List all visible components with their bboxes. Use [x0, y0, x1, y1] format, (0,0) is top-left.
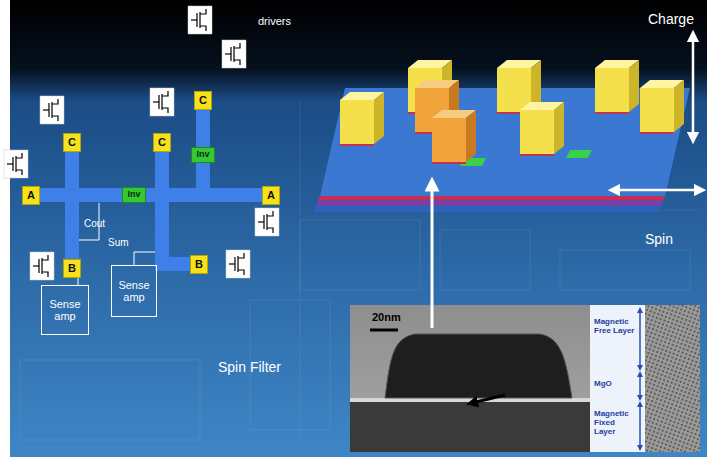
inverter-box: Inv: [122, 187, 146, 203]
spin-channel: [162, 152, 190, 265]
spin-channel: [40, 188, 122, 202]
margin: [0, 0, 10, 457]
label-text: Spin: [645, 232, 673, 247]
magnet-cube: [520, 102, 564, 156]
sense-wire: [78, 203, 99, 285]
label-text: drivers: [258, 15, 291, 27]
transistor-symbol: [150, 88, 174, 116]
label-text: Charge: [648, 12, 694, 27]
transistor-symbol: [4, 150, 28, 178]
transistor-symbol: [226, 250, 250, 278]
tem-image: [350, 305, 590, 452]
label-text: Spin Filter: [218, 360, 281, 375]
spin-channel: [196, 110, 210, 148]
label-text: Magnetic Fixed Layer: [594, 410, 638, 436]
terminal-box: C: [153, 133, 171, 152]
label-text: Sum: [108, 237, 129, 248]
pillar-image: [385, 334, 572, 398]
terminal-box: A: [262, 186, 280, 205]
inverter-box: Inv: [191, 147, 215, 163]
node-text: C: [158, 136, 166, 148]
node-text: B: [195, 258, 203, 270]
transistor-symbol: [188, 6, 212, 34]
magnet-cube: [432, 110, 476, 164]
spin-channel: [65, 152, 79, 259]
green-patch: [566, 150, 592, 158]
node-text: A: [267, 189, 275, 201]
transistor-symbol: [40, 96, 64, 124]
magnet-cube: [595, 60, 639, 114]
terminal-box: C: [63, 133, 81, 152]
scale-bar: [370, 329, 398, 332]
magnet-cube: [640, 80, 684, 134]
node-text: B: [68, 262, 76, 274]
pointer-arrow: [472, 395, 505, 403]
barrier-image: [350, 398, 590, 402]
layer-arrow: [639, 374, 641, 398]
node-text: Inv: [127, 190, 140, 200]
node-text: C: [199, 94, 207, 106]
label-text: Magnetic Free Layer: [594, 318, 638, 336]
node-text: Sense amp: [44, 298, 86, 322]
node-text: C: [68, 136, 76, 148]
transistor-symbol: [255, 208, 279, 236]
label-text: Cout: [84, 218, 105, 229]
sense-amp-box: Sense amp: [111, 265, 157, 317]
layer-arrow: [639, 404, 641, 448]
layer-legend-panel: [590, 305, 645, 452]
sense-wire: [134, 252, 155, 265]
substrate-layer: [316, 200, 663, 206]
fixed-layer-image: [350, 402, 590, 452]
substrate-layer: [314, 206, 661, 212]
terminal-box: B: [190, 255, 208, 274]
transistor-symbol: [30, 252, 54, 280]
layer-arrow: [639, 310, 641, 368]
magnet-cube: [340, 92, 384, 146]
terminal-box: C: [194, 91, 212, 110]
transistor-symbol: [222, 40, 246, 68]
node-text: Sense amp: [114, 279, 154, 303]
spin-arrow: [614, 189, 700, 192]
charge-arrow: [692, 36, 695, 138]
magnet-cubes: [340, 60, 684, 164]
node-text: A: [27, 189, 35, 201]
label-text: MgO: [594, 380, 638, 389]
substrate-layer: [318, 196, 665, 200]
terminal-box: B: [63, 259, 81, 278]
spin-channel: [203, 163, 262, 195]
terminal-box: A: [22, 186, 40, 205]
sense-amp-box: Sense amp: [41, 285, 89, 335]
lattice-image: [645, 305, 700, 452]
label-text: 20nm: [372, 311, 401, 323]
node-text: Inv: [196, 150, 209, 160]
zoom-arrow: [431, 184, 434, 328]
